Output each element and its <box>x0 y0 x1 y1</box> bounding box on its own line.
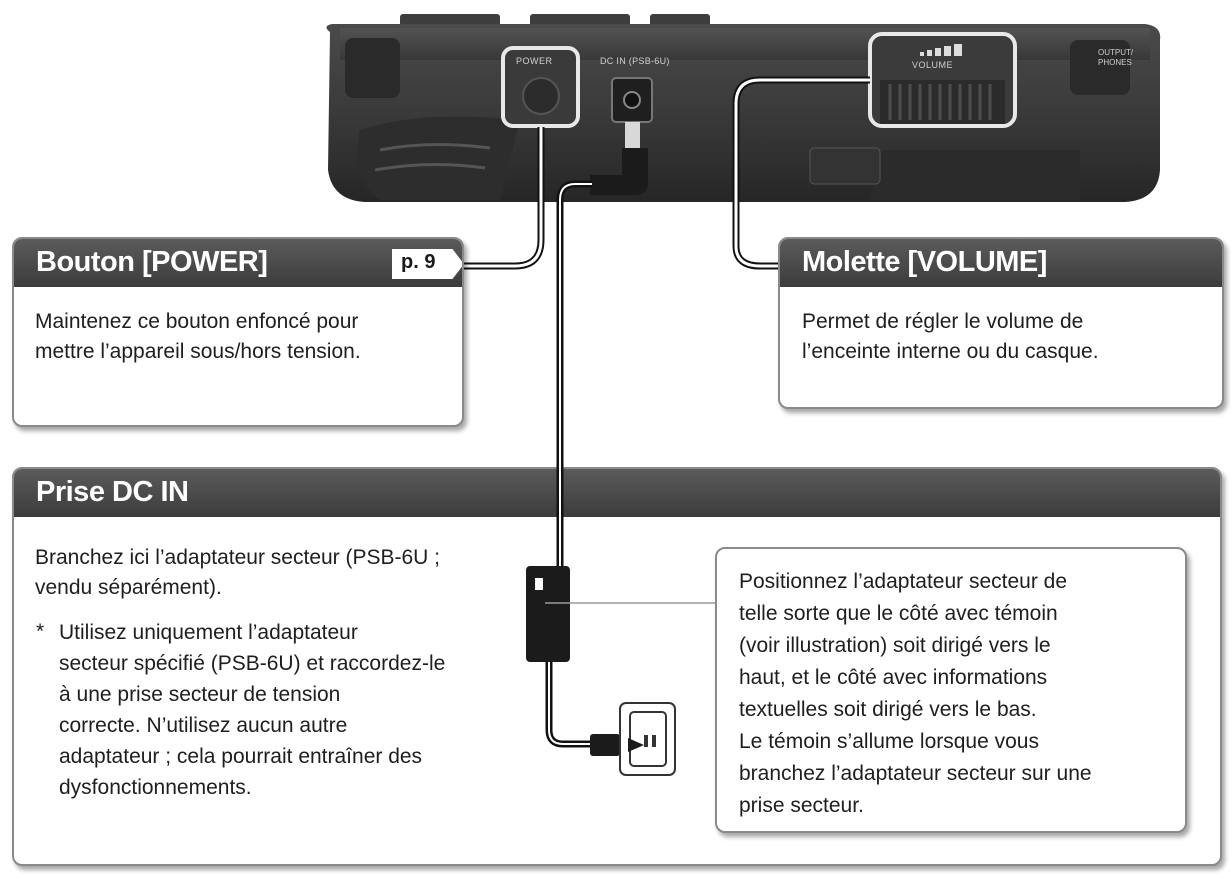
text-line: Positionnez l’adaptateur secteur de <box>739 566 1092 598</box>
power-panel-label: POWER <box>516 56 553 66</box>
text-line: textuelles soit dirigé vers le bas. <box>739 694 1092 726</box>
text-line: Le témoin s’allume lorsque vous <box>739 726 1092 758</box>
adapter-callout: Positionnez l’adaptateur secteur de tell… <box>715 547 1187 833</box>
text-line: branchez l’adaptateur secteur sur une <box>739 758 1092 790</box>
text-line: haut, et le côté avec informations <box>739 662 1092 694</box>
text-line: telle sorte que le côté avec témoin <box>739 598 1092 630</box>
adapter-callout-text: Positionnez l’adaptateur secteur de tell… <box>739 566 1092 822</box>
text-line: prise secteur. <box>739 790 1092 822</box>
output-panel-label: OUTPUT/ PHONES <box>1098 48 1133 68</box>
dcin-panel-label: DC IN (PSB-6U) <box>600 56 670 66</box>
text-line: (voir illustration) soit dirigé vers le <box>739 630 1092 662</box>
volume-panel-label: VOLUME <box>912 60 953 70</box>
